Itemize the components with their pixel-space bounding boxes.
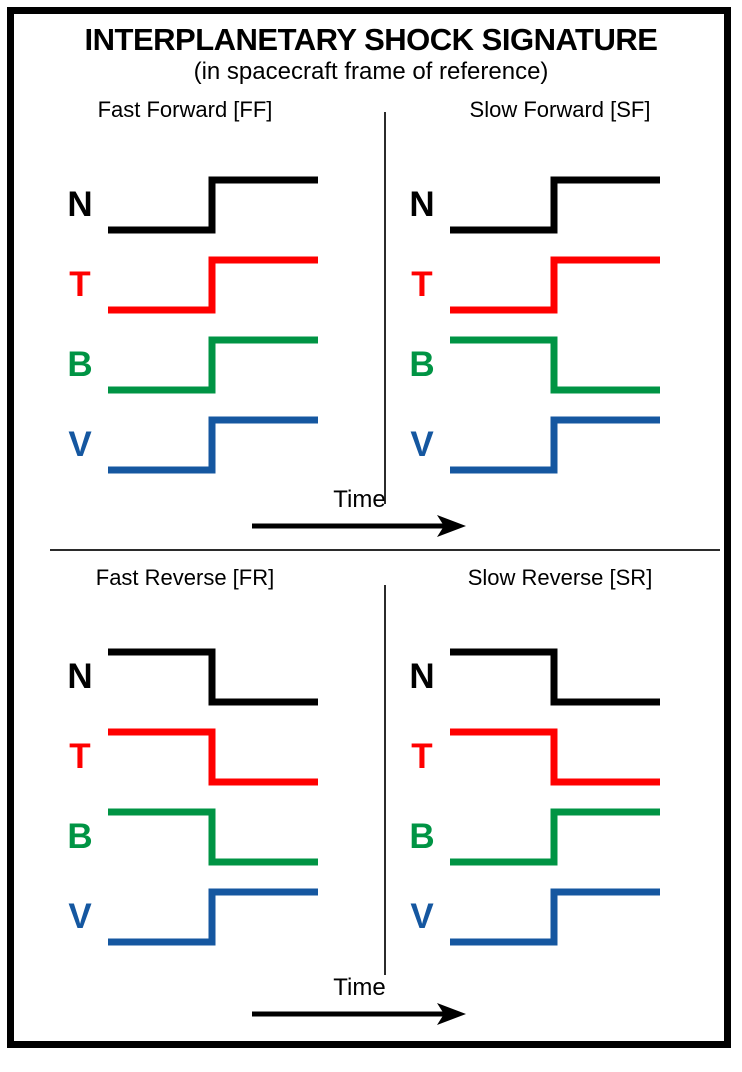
signal-label: B — [409, 345, 435, 384]
vertical-divider-top — [384, 112, 386, 504]
panel-fast-reverse: N T B V — [58, 644, 320, 964]
signal-label: N — [409, 657, 435, 696]
signal-step-trace — [450, 888, 660, 946]
time-arrow-icon — [252, 1003, 466, 1025]
signal-step-trace — [450, 256, 660, 314]
signal-step-trace — [450, 728, 660, 786]
signal-step-trace — [450, 808, 660, 866]
signal-step-trace — [450, 176, 660, 234]
signal-label: N — [409, 185, 435, 224]
signal-row: V — [400, 412, 662, 478]
signal-row: N — [400, 644, 662, 710]
time-axis-bottom: Time — [252, 974, 467, 1026]
panel-title-slow-forward: Slow Forward [SF] — [469, 97, 651, 122]
diagram-title: INTERPLANETARY SHOCK SIGNATURE — [84, 22, 658, 57]
signal-step-trace — [108, 256, 318, 314]
signal-row: B — [400, 332, 662, 398]
signal-row: V — [58, 412, 320, 478]
horizontal-divider — [50, 549, 720, 551]
signal-label: V — [68, 425, 92, 464]
signal-label: V — [410, 897, 434, 936]
panel-slow-reverse: N T B V — [400, 644, 662, 964]
signal-label: V — [68, 897, 92, 936]
signal-row: N — [58, 644, 320, 710]
panel-title-fast-forward: Fast Forward [FF] — [97, 97, 273, 122]
signal-label: B — [409, 817, 435, 856]
vertical-divider-bottom — [384, 585, 386, 975]
signal-step-trace — [108, 336, 318, 394]
signal-step-trace — [450, 416, 660, 474]
signal-row: V — [58, 884, 320, 950]
panel-title-slow-reverse: Slow Reverse [SR] — [467, 565, 653, 590]
signal-label: N — [67, 185, 93, 224]
signal-row: T — [400, 252, 662, 318]
time-axis-label: Time — [333, 974, 386, 1001]
signal-label: B — [67, 345, 93, 384]
signal-step-trace — [108, 888, 318, 946]
signal-step-trace — [108, 808, 318, 866]
signal-row: T — [58, 252, 320, 318]
diagram-subtitle: (in spacecraft frame of reference) — [193, 58, 549, 85]
signal-label: T — [411, 265, 433, 304]
panel-slow-forward: N T B V — [400, 172, 662, 492]
signal-row: B — [400, 804, 662, 870]
signal-row: T — [58, 724, 320, 790]
signal-label: B — [67, 817, 93, 856]
signal-row: T — [400, 724, 662, 790]
signal-label: N — [67, 657, 93, 696]
signal-step-trace — [450, 336, 660, 394]
signal-step-trace — [108, 728, 318, 786]
signal-label: T — [69, 737, 91, 776]
signal-step-trace — [108, 176, 318, 234]
signal-label: T — [69, 265, 91, 304]
time-axis-label: Time — [333, 486, 386, 513]
panel-fast-forward: N T B V — [58, 172, 320, 492]
signal-step-trace — [450, 648, 660, 706]
time-axis-top: Time — [252, 486, 467, 538]
time-arrow-icon — [252, 515, 466, 537]
signal-label: T — [411, 737, 433, 776]
signal-row: V — [400, 884, 662, 950]
signal-row: N — [400, 172, 662, 238]
signal-step-trace — [108, 416, 318, 474]
signal-row: B — [58, 332, 320, 398]
signal-label: V — [410, 425, 434, 464]
signal-step-trace — [108, 648, 318, 706]
signal-row: N — [58, 172, 320, 238]
panel-title-fast-reverse: Fast Reverse [FR] — [95, 565, 275, 590]
signal-row: B — [58, 804, 320, 870]
